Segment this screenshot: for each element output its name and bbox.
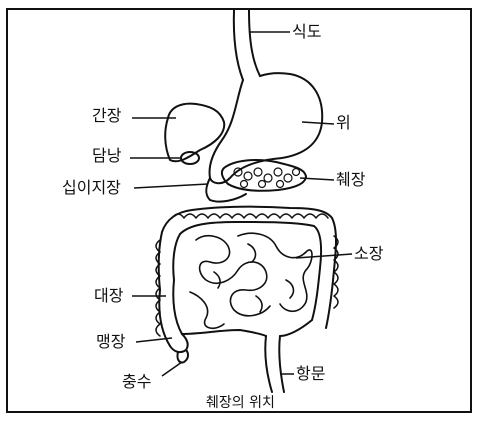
- label-duodenum: 십이지장: [62, 180, 121, 196]
- figure-caption: 췌장의 위치: [206, 396, 275, 410]
- rectum-shape: [265, 336, 272, 392]
- gallbladder-shape: [181, 152, 199, 164]
- large-intestine-shape: [159, 207, 336, 346]
- label-esophagus: 식도: [292, 24, 321, 40]
- label-gallbladder: 담낭: [92, 148, 121, 164]
- label-appendix: 충수: [122, 374, 151, 390]
- cecum-shape: [170, 334, 188, 352]
- label-large-intestine: 대장: [94, 288, 123, 304]
- label-pancreas: 췌장: [336, 172, 365, 188]
- label-stomach: 위: [336, 115, 351, 131]
- pancreas-shape: [222, 160, 306, 191]
- esophagus-shape: [234, 10, 243, 80]
- small-intestine-shape: [190, 233, 312, 328]
- label-small-intestine: 소장: [354, 246, 383, 262]
- label-rectum: 맹장: [96, 334, 125, 350]
- label-anus: 항문: [296, 366, 325, 382]
- label-liver: 간장: [92, 108, 121, 124]
